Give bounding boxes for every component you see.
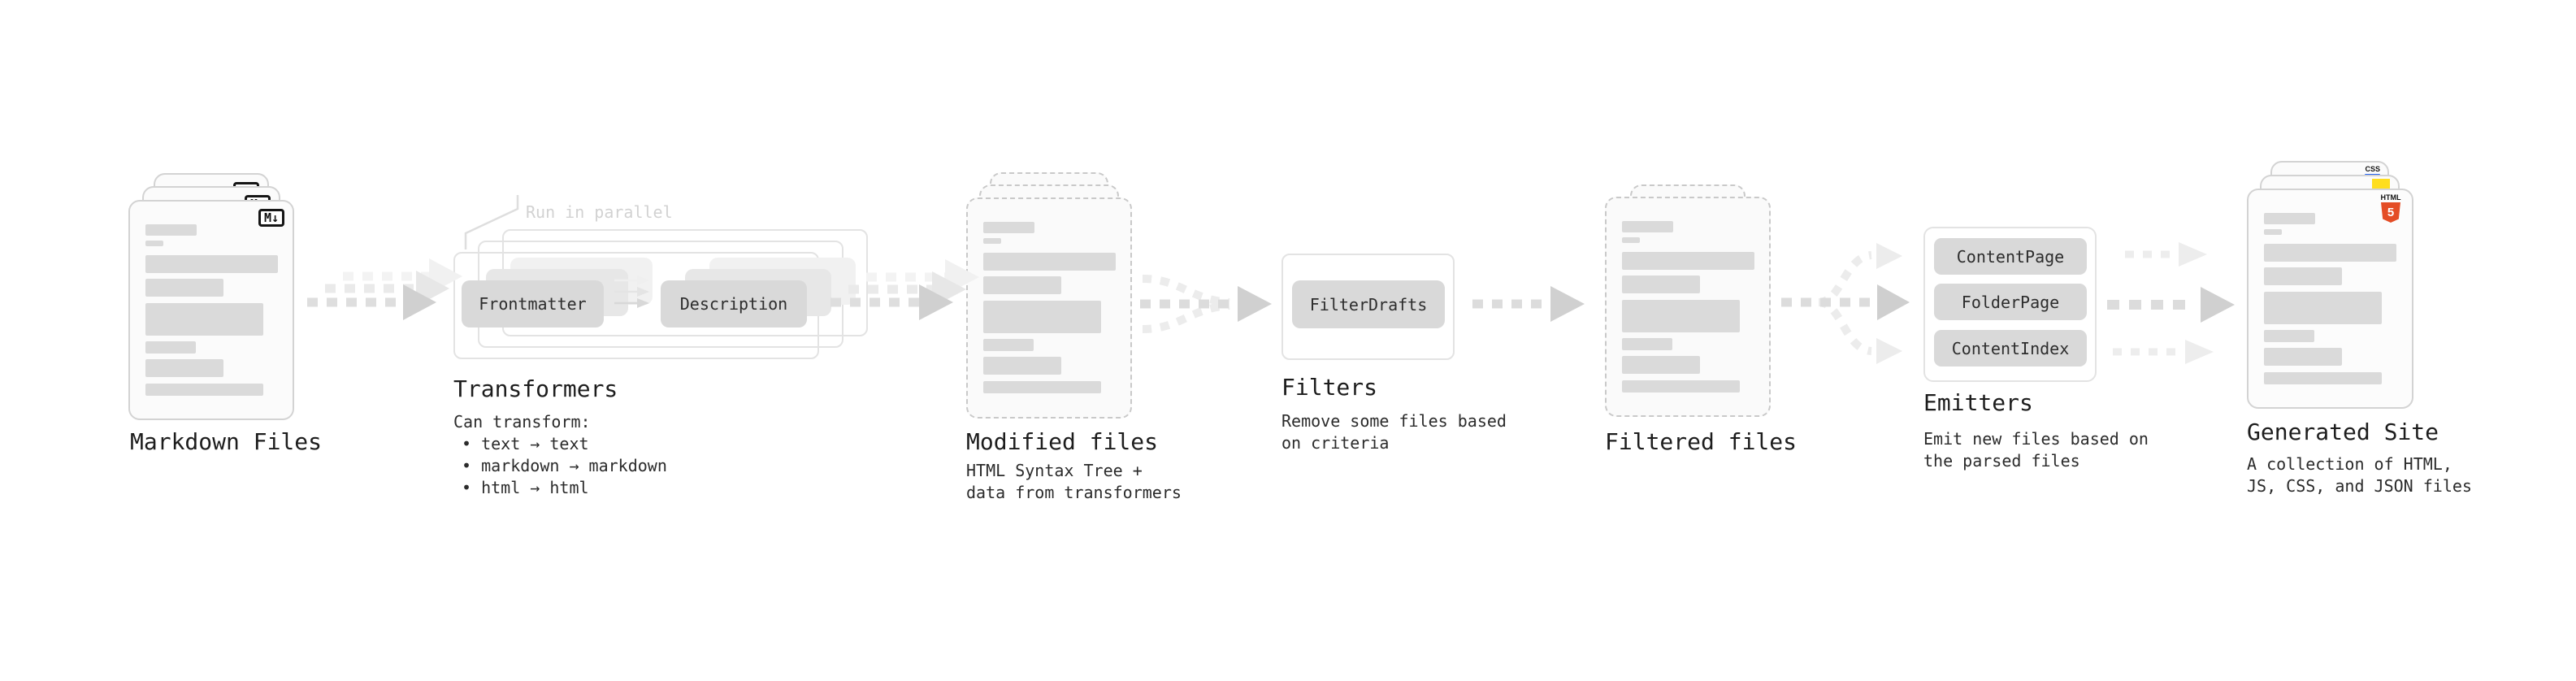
- modified-file-card-front: [966, 197, 1132, 419]
- stage-title-generated-site: Generated Site: [2247, 419, 2439, 445]
- document-skeleton-lines: [145, 224, 278, 396]
- js-file-icon: [2372, 179, 2390, 189]
- arrow-modified-to-filters-converge: [1140, 275, 1272, 333]
- run-in-parallel-note: Run in parallel: [526, 202, 673, 222]
- contentpage-pill: ContentPage: [1934, 238, 2087, 275]
- description-pill: Description: [661, 280, 807, 327]
- subtitle-line: JS, CSS, and JSON files: [2247, 476, 2472, 496]
- html5-file-icon: HTML 5: [2380, 194, 2401, 223]
- frontmatter-pill: Frontmatter: [462, 280, 604, 327]
- subtitle-line: Remove some files based: [1281, 411, 1507, 431]
- arrows-emitters-to-generated: [2107, 242, 2235, 364]
- filters-subtitle: Remove some files based on criteria: [1281, 410, 1507, 454]
- contentindex-pill: ContentIndex: [1934, 330, 2087, 367]
- stage-title-transformers: Transformers: [453, 375, 618, 402]
- subtitle-line: A collection of HTML,: [2247, 454, 2452, 474]
- subtitle-line: Emit new files based on: [1923, 429, 2149, 449]
- emitters-subtitle: Emit new files based on the parsed files: [1923, 428, 2149, 472]
- bullet-text-to-text: • text → text: [462, 434, 589, 453]
- css-icon-label: CSS: [2365, 165, 2380, 173]
- html5-icon-label: HTML: [2380, 193, 2401, 202]
- bullet-html-to-html: • html → html: [462, 478, 589, 497]
- markdown-icon: M↓: [258, 209, 284, 227]
- subtitle-line: HTML Syntax Tree +: [966, 461, 1143, 480]
- bullet-markdown-to-markdown: • markdown → markdown: [462, 456, 667, 475]
- modified-files-subtitle: HTML Syntax Tree + data from transformer…: [966, 460, 1182, 504]
- document-skeleton-lines: [2264, 213, 2396, 384]
- html5-number: 5: [2387, 206, 2395, 219]
- stage-title-filtered-files: Filtered files: [1605, 428, 1798, 455]
- can-transform-heading: Can transform:: [453, 412, 591, 432]
- stage-title-modified-files: Modified files: [966, 428, 1159, 455]
- arrow-markdown-to-transformers: [307, 258, 462, 320]
- filterdrafts-pill: FilterDrafts: [1292, 280, 1445, 328]
- document-skeleton-lines: [1622, 221, 1754, 393]
- subtitle-line: data from transformers: [966, 483, 1182, 502]
- stage-title-markdown-files: Markdown Files: [130, 428, 323, 455]
- html5-shield: 5: [2381, 202, 2400, 223]
- markdown-file-card-front: M↓: [128, 200, 294, 420]
- generated-site-subtitle: A collection of HTML, JS, CSS, and JSON …: [2247, 453, 2472, 497]
- stage-title-filters: Filters: [1281, 374, 1378, 401]
- transform-bullet-list: • text → text • markdown → markdown • ht…: [453, 433, 667, 499]
- arrow-filtered-to-emitters-fanout: [1781, 243, 1910, 364]
- document-skeleton-lines: [983, 222, 1116, 393]
- generated-html-file-card: HTML 5: [2247, 189, 2413, 409]
- transformers-description: Can transform: • text → text • markdown …: [453, 411, 667, 499]
- arrow-filters-to-filtered: [1472, 286, 1585, 322]
- filtered-file-card-front: [1605, 197, 1771, 417]
- folderpage-pill: FolderPage: [1934, 284, 2087, 320]
- stage-title-emitters: Emitters: [1923, 389, 2033, 416]
- subtitle-line: on criteria: [1281, 433, 1390, 453]
- subtitle-line: the parsed files: [1923, 451, 2080, 471]
